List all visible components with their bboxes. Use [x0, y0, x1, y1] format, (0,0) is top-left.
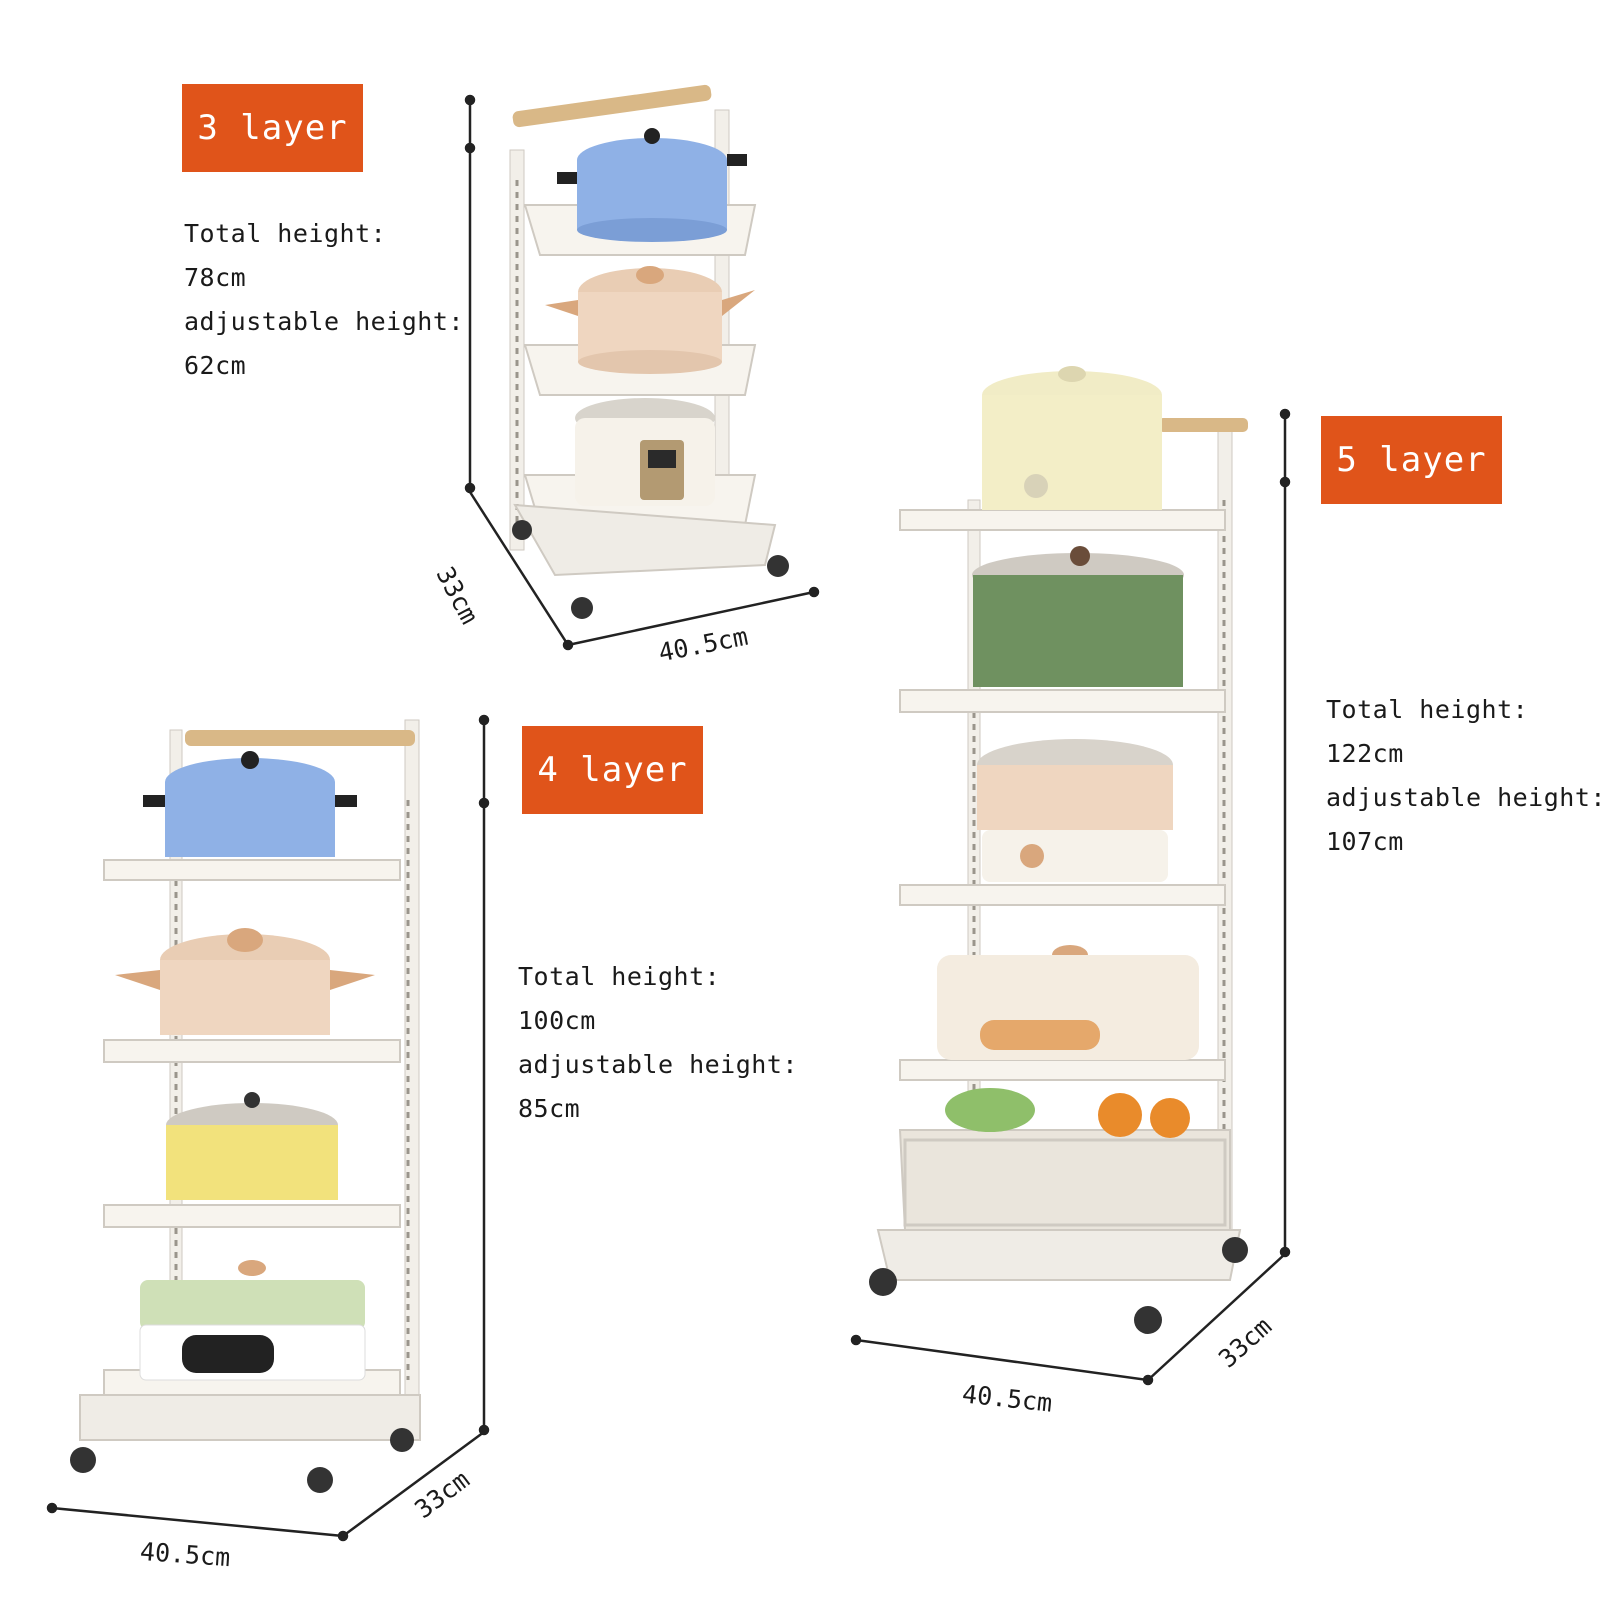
steamer-pot-icon	[982, 366, 1162, 510]
cream-pot-icon	[545, 266, 755, 374]
spec-total-height-value: 100cm	[518, 1006, 596, 1035]
four-layer-rack-image	[70, 719, 421, 1493]
electric-cooker-icon	[139, 1260, 366, 1381]
dimension-lines	[46, 94, 1291, 1542]
four-layer-width-label: 40.5cm	[139, 1536, 232, 1573]
spec-total-height-value: 122cm	[1326, 739, 1404, 768]
spec-adjustable-height-value: 62cm	[184, 351, 247, 380]
five-layer-badge: 5 layer	[1321, 416, 1502, 504]
green-pot-icon	[972, 546, 1184, 687]
four-layer-badge: 4 layer	[522, 726, 703, 814]
cream-pot-icon	[977, 739, 1173, 882]
cream-pot-icon	[115, 928, 375, 1035]
griddle-icon	[937, 945, 1199, 1060]
spec-adjustable-height-label: adjustable height:	[1326, 783, 1600, 812]
blue-pot-icon	[557, 128, 747, 242]
spec-adjustable-height-label: adjustable height:	[518, 1050, 798, 1079]
spec-total-height-value: 78cm	[184, 263, 247, 292]
vegetable-basket-icon	[903, 1088, 1227, 1227]
four-layer-specs: Total height: 100cm adjustable height: 8…	[518, 955, 798, 1131]
pressure-cooker-icon	[575, 398, 715, 506]
five-layer-specs: Total height: 122cm adjustable height: 1…	[1326, 688, 1600, 864]
three-layer-specs: Total height: 78cm adjustable height: 62…	[184, 212, 464, 388]
three-layer-rack-image	[509, 84, 789, 619]
spec-adjustable-height-value: 107cm	[1326, 827, 1404, 856]
spec-adjustable-height-label: adjustable height:	[184, 307, 464, 336]
blue-pot-icon	[143, 751, 357, 857]
five-layer-rack-image	[869, 366, 1248, 1334]
spec-total-height-label: Total height:	[518, 962, 721, 991]
spec-total-height-label: Total height:	[184, 219, 387, 248]
spec-adjustable-height-value: 85cm	[518, 1094, 581, 1123]
yellow-pot-icon	[166, 1092, 338, 1200]
three-layer-badge: 3 layer	[182, 84, 363, 172]
spec-total-height-label: Total height:	[1326, 695, 1529, 724]
